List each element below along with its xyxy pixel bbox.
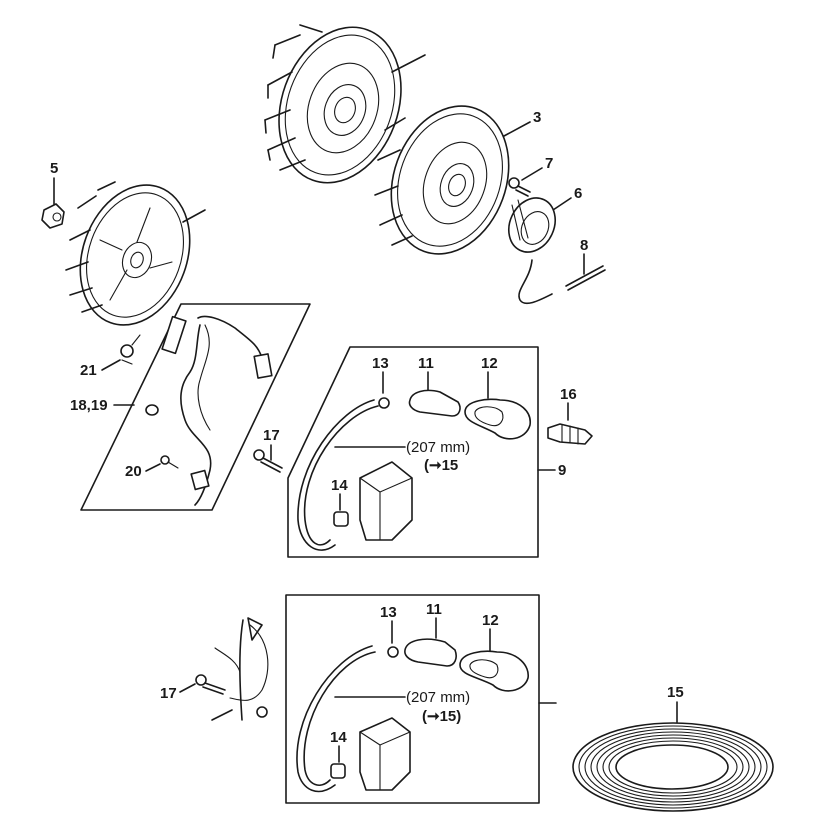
callout-7: 7 <box>545 155 553 172</box>
callout-3: 3 <box>533 109 541 126</box>
ignition-kit-lower: 13 11 12 (207 mm) (➞15) 14 <box>285 594 557 804</box>
callout-18-19: 18,19 <box>70 397 108 414</box>
screw-17-upper: 17 <box>253 427 283 473</box>
flywheel-top <box>264 24 426 184</box>
pin: 8 <box>565 237 606 291</box>
flywheel-mid: 3 <box>374 105 541 255</box>
callout-12-upper: 12 <box>481 355 498 372</box>
callout-8: 8 <box>580 237 588 254</box>
screw-20: 20 <box>125 455 179 480</box>
clamp-ring: 6 <box>508 185 582 305</box>
wiring-harness-lower <box>211 617 269 721</box>
ignition-lead-coil: 15 <box>572 684 774 812</box>
callout-16: 16 <box>560 386 577 403</box>
callout-12-lower: 12 <box>482 612 499 629</box>
spark-plug: 16 <box>547 386 593 445</box>
callout-15: 15 <box>667 684 684 701</box>
screw-7: 7 <box>508 155 553 197</box>
callout-11-lower: 11 <box>426 601 442 618</box>
callout-21: 21 <box>80 362 97 379</box>
ignition-kit-upper: 9 13 11 12 (207 mm) (➞15 14 <box>287 346 566 558</box>
screw-17-lower: 17 <box>160 674 226 702</box>
callout-9: 9 <box>558 462 566 479</box>
callout-14-upper: 14 <box>331 477 348 494</box>
callout-17-upper: 17 <box>263 427 280 444</box>
callout-11-upper: 11 <box>418 355 434 372</box>
lead-length-upper: (207 mm) <box>406 439 470 456</box>
callout-17-lower: 17 <box>160 685 177 702</box>
lead-length-lower: (207 mm) <box>406 689 470 706</box>
callout-14-lower: 14 <box>330 729 347 746</box>
lead-ref-upper: (➞15 <box>424 457 458 474</box>
callout-5: 5 <box>50 160 58 177</box>
clip: 21 <box>80 334 141 379</box>
nut: 5 <box>41 160 65 229</box>
callout-13-lower: 13 <box>380 604 397 621</box>
callout-13-upper: 13 <box>372 355 389 372</box>
flywheel-left <box>65 181 206 326</box>
callout-20: 20 <box>125 463 142 480</box>
wiring-harness-box <box>80 303 311 511</box>
lead-ref-lower: (➞15) <box>422 708 461 725</box>
callout-6: 6 <box>574 185 582 202</box>
